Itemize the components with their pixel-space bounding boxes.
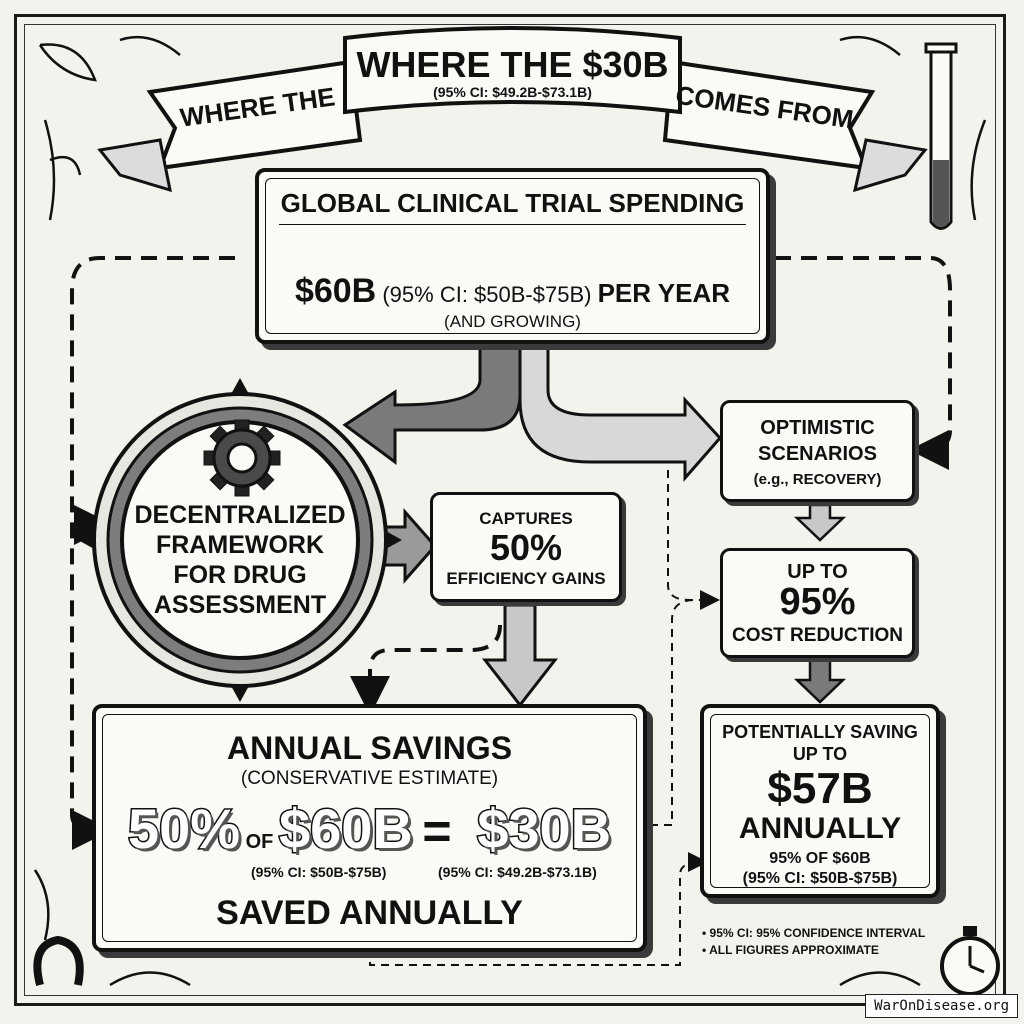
saved-annually: SAVED ANNUALLY: [216, 894, 523, 932]
footnote-item: • 95% CI: 95% CONFIDENCE INTERVAL: [702, 926, 926, 940]
savings-pct: 50%: [126, 796, 241, 862]
savings-base: $60B: [277, 796, 414, 862]
cost-reduction-box: UP TO 95% COST REDUCTION: [720, 548, 915, 658]
leaf-ornament-icon: [33, 35, 987, 987]
global-spending-box: GLOBAL CLINICAL TRIAL SPENDING $60B (95%…: [255, 168, 770, 344]
potential-line-5: 95% OF $60B: [769, 850, 871, 867]
global-spending-title: GLOBAL CLINICAL TRIAL SPENDING: [280, 188, 745, 218]
savings-of: OF: [245, 831, 274, 853]
captures-pct: 50%: [489, 527, 563, 568]
framework-line-4: ASSESSMENT: [153, 591, 327, 619]
captures-line-1: CAPTURES: [479, 509, 573, 528]
global-spending-per: PER YEAR: [597, 278, 731, 308]
watermark[interactable]: WarOnDisease.org: [865, 994, 1018, 1018]
potential-line-1: POTENTIALLY SAVING: [722, 722, 918, 742]
global-spending-amount-line: $60B (95% CI: $50B-$75B) PER YEAR: [259, 272, 766, 311]
captures-line-3: EFFICIENCY GAINS: [446, 569, 606, 588]
banner-ribbon: [97, 26, 928, 193]
framework-line-3: FOR DRUG: [173, 561, 307, 589]
banner-title: WHERE THE $30B: [356, 44, 669, 85]
banner-title-ci: (95% CI: $49.2B-$73.1B): [433, 84, 592, 100]
cost-reduction-line-3: COST REDUCTION: [732, 625, 903, 646]
global-spending-ci: (95% CI: $50B-$75B): [382, 282, 592, 307]
optimistic-line-2: SCENARIOS: [758, 443, 877, 465]
footnotes: • 95% CI: 95% CONFIDENCE INTERVAL • ALL …: [702, 925, 925, 959]
annual-savings-subtitle: (CONSERVATIVE ESTIMATE): [240, 768, 499, 789]
stopwatch-icon: [940, 926, 1000, 996]
global-spending-amount: $60B: [294, 272, 377, 310]
framework-line-2: FRAMEWORK: [155, 531, 325, 559]
framework-text: DECENTRALIZED FRAMEWORK FOR DRUG ASSESSM…: [120, 500, 360, 620]
global-spending-divider: [279, 224, 746, 225]
potential-line-2: UP TO: [792, 744, 848, 764]
potential-line-4: ANNUALLY: [738, 812, 902, 845]
framework-badge: [78, 378, 402, 702]
gear-icon: [203, 419, 281, 497]
savings-result: $30B: [476, 796, 613, 862]
optimistic-line-3: (e.g., RECOVERY): [753, 471, 882, 488]
footnote-item: • ALL FIGURES APPROXIMATE: [702, 943, 879, 957]
potential-amount: $57B: [767, 764, 873, 813]
savings-base-ci: (95% CI: $50B-$75B): [251, 864, 387, 880]
annual-savings-equation: 50% OF $60B = $30B: [96, 796, 643, 862]
potential-line-6: (95% CI: $50B-$75B): [742, 870, 898, 887]
captures-box: CAPTURES 50% EFFICIENCY GAINS: [430, 492, 622, 602]
footnote-text: 95% CI: 95% CONFIDENCE INTERVAL: [709, 926, 926, 940]
global-spending-sub: (AND GROWING): [444, 312, 581, 331]
inner-frame: [24, 24, 996, 996]
annual-savings-title: ANNUAL SAVINGS: [226, 730, 513, 766]
test-tube-icon: [924, 42, 958, 230]
framework-line-1: DECENTRALIZED: [134, 501, 346, 529]
cost-reduction-pct: 95%: [779, 581, 856, 623]
cost-reduction-line-1: UP TO: [787, 561, 848, 583]
savings-equals: =: [422, 803, 452, 859]
footnote-text: ALL FIGURES APPROXIMATE: [709, 943, 879, 957]
optimistic-line-1: OPTIMISTIC: [760, 417, 875, 439]
potential-savings-box: POTENTIALLY SAVING UP TO $57B ANNUALLY 9…: [700, 704, 940, 898]
outer-frame: [14, 14, 1006, 1006]
horseshoe-icon: [33, 935, 84, 986]
optimistic-box: OPTIMISTIC SCENARIOS (e.g., RECOVERY): [720, 400, 915, 502]
savings-result-ci: (95% CI: $49.2B-$73.1B): [438, 864, 597, 880]
annual-savings-box: ANNUAL SAVINGS (CONSERVATIVE ESTIMATE) 5…: [92, 704, 647, 952]
